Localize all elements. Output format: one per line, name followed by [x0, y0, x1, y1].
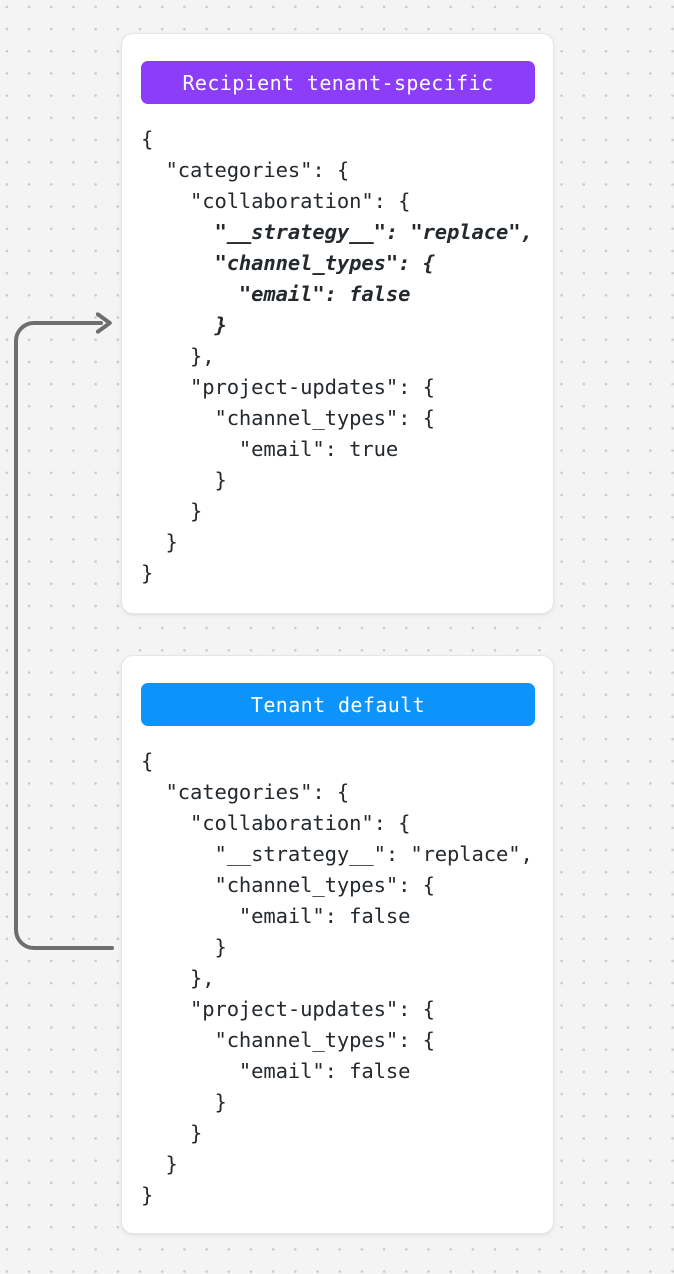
code-line: "project-updates": { — [141, 997, 435, 1021]
connector-path — [14, 323, 114, 950]
code-block-recipient-tenant-specific: { "categories": { "collaboration": { "__… — [141, 124, 543, 589]
code-line: } — [141, 935, 227, 959]
code-line: } — [141, 499, 203, 523]
code-line: } — [141, 1121, 203, 1145]
code-line: "channel_types": { — [141, 251, 435, 275]
code-line: }, — [141, 344, 215, 368]
code-line: "email": false — [141, 1059, 411, 1083]
code-line: } — [141, 530, 178, 554]
card-recipient-tenant-specific: Recipient tenant-specific { "categories"… — [121, 33, 554, 614]
code-line: } — [141, 561, 154, 585]
code-line: "categories": { — [141, 158, 350, 182]
code-line: "email": false — [141, 904, 411, 928]
code-line: } — [141, 468, 227, 492]
card-header-tenant-default: Tenant default — [141, 683, 535, 726]
code-line: } — [141, 1152, 178, 1176]
code-line: "collaboration": { — [141, 811, 411, 835]
code-line: "project-updates": { — [141, 375, 435, 399]
code-line: "channel_types": { — [141, 1028, 435, 1052]
card-header-recipient-tenant-specific: Recipient tenant-specific — [141, 61, 535, 104]
code-line: "email": true — [141, 437, 399, 461]
code-line: { — [141, 127, 154, 151]
code-line: { — [141, 749, 154, 773]
code-line: "__strategy__": "replace", — [141, 220, 533, 244]
code-line: }, — [141, 966, 215, 990]
code-line: "channel_types": { — [141, 406, 435, 430]
code-line: } — [141, 1090, 227, 1114]
code-line: "__strategy__": "replace", — [141, 842, 533, 866]
code-block-tenant-default: { "categories": { "collaboration": { "__… — [141, 746, 543, 1211]
code-line: } — [141, 313, 227, 337]
code-line: } — [141, 1183, 154, 1207]
card-tenant-default: Tenant default { "categories": { "collab… — [121, 655, 554, 1234]
code-line: "categories": { — [141, 780, 350, 804]
code-line: "email": false — [141, 282, 411, 306]
code-line: "collaboration": { — [141, 189, 411, 213]
code-line: "channel_types": { — [141, 873, 435, 897]
